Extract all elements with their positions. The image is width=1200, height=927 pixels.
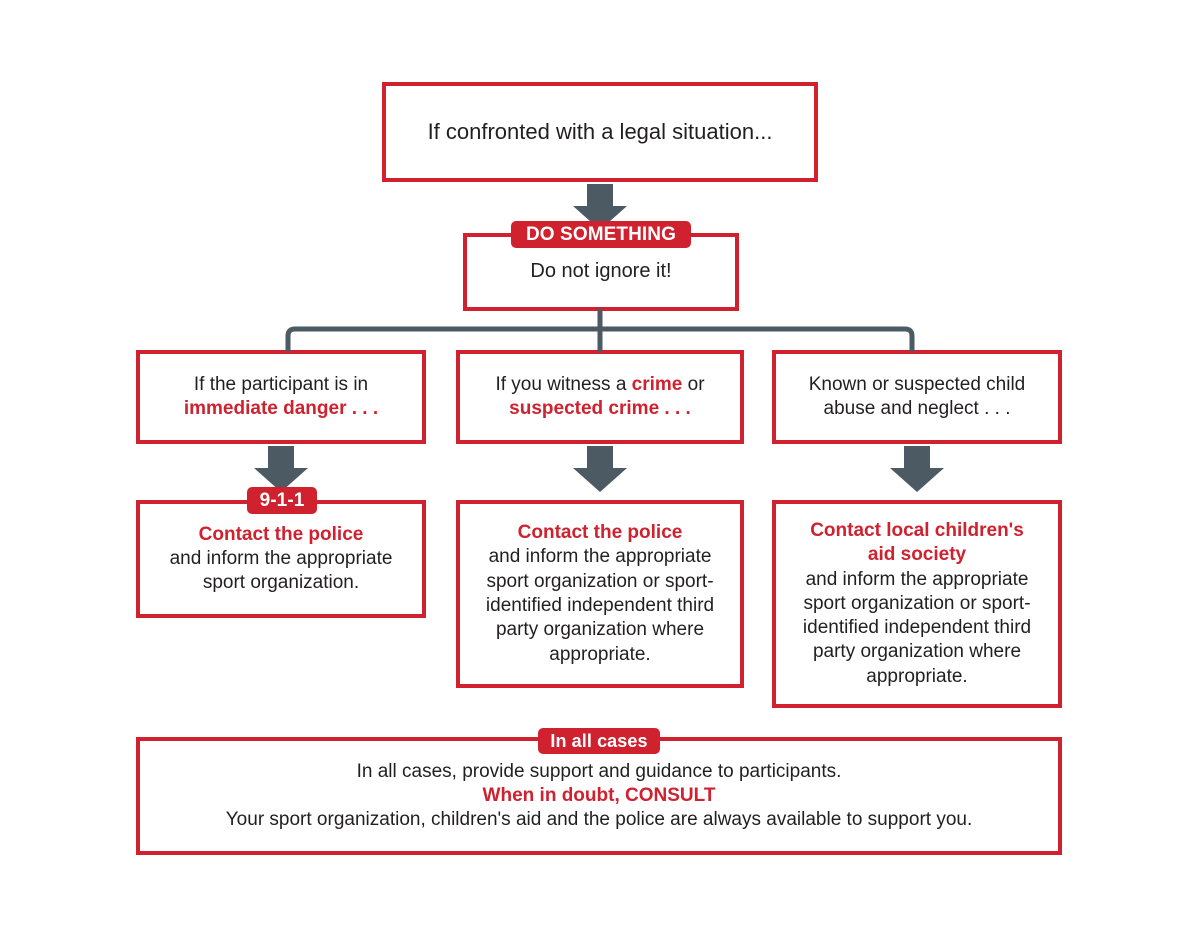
action-body-line: sport organization or sport- bbox=[803, 592, 1031, 614]
action-body-line: identified independent third bbox=[485, 595, 715, 616]
condition-line-1: Known or suspected child bbox=[808, 373, 1026, 395]
node-action-childrens-aid[interactable]: Contact local children's aid society and… bbox=[772, 500, 1062, 708]
condition-line-1-post: or bbox=[682, 373, 705, 395]
badge-do-something: DO SOMETHING bbox=[511, 221, 691, 248]
action-body-line: sport organization or sport- bbox=[486, 570, 714, 592]
footer-line-3: Your sport organization, children's aid … bbox=[225, 809, 973, 831]
arrow-down-icon bbox=[573, 446, 627, 492]
condition-line-2: abuse and neglect . . . bbox=[823, 398, 1011, 419]
action-body-line: party organization where bbox=[495, 619, 705, 641]
action-body-line: and inform the appropriate bbox=[169, 547, 393, 569]
badge-911: 9-1-1 bbox=[247, 487, 317, 514]
node-legal-situation[interactable]: If confronted with a legal situation... bbox=[382, 82, 818, 182]
footer-line-1: In all cases, provide support and guidan… bbox=[356, 760, 842, 782]
action-body-line: sport organization. bbox=[202, 572, 360, 594]
node-in-all-cases[interactable]: In all cases, provide support and guidan… bbox=[136, 737, 1062, 855]
action-body-line: identified independent third bbox=[802, 617, 1032, 639]
node-condition-witness-crime[interactable]: If you witness a crime or suspected crim… bbox=[456, 350, 744, 444]
action-heading: Contact local children's bbox=[810, 519, 1024, 541]
action-body-line: and inform the appropriate bbox=[488, 546, 712, 568]
condition-line-1-pre: If you witness a bbox=[495, 373, 632, 395]
condition-line-1: If the participant is in bbox=[193, 373, 369, 395]
footer-line-2-emphasis: When in doubt, CONSULT bbox=[482, 784, 716, 806]
condition-line-1-emphasis: crime bbox=[631, 373, 683, 395]
action-body-line: appropriate. bbox=[866, 665, 968, 687]
action-body-line: party organization where bbox=[812, 641, 1022, 663]
node-action-contact-police-danger[interactable]: Contact the police and inform the approp… bbox=[136, 500, 426, 618]
node-legal-situation-text: If confronted with a legal situation... bbox=[427, 118, 773, 144]
condition-line-2: immediate danger . . . bbox=[183, 398, 379, 419]
action-heading: Contact the police bbox=[517, 522, 683, 544]
node-do-something-text: Do not ignore it! bbox=[530, 260, 672, 283]
node-condition-immediate-danger[interactable]: If the participant is in immediate dange… bbox=[136, 350, 426, 444]
action-heading: Contact the police bbox=[198, 523, 364, 545]
action-heading: aid society bbox=[867, 544, 967, 566]
action-body-line: appropriate. bbox=[549, 643, 651, 665]
node-action-contact-police-crime[interactable]: Contact the police and inform the approp… bbox=[456, 500, 744, 688]
condition-line-2: suspected crime . . . bbox=[509, 398, 691, 419]
node-condition-child-abuse[interactable]: Known or suspected child abuse and negle… bbox=[772, 350, 1062, 444]
arrow-down-icon bbox=[254, 446, 308, 492]
action-body-line: and inform the appropriate bbox=[805, 568, 1029, 590]
condition-line-1: If you witness a crime or bbox=[495, 373, 704, 397]
arrow-down-icon bbox=[890, 446, 944, 492]
badge-in-all-cases: In all cases bbox=[538, 728, 660, 754]
branch-connector-icon bbox=[285, 308, 915, 353]
